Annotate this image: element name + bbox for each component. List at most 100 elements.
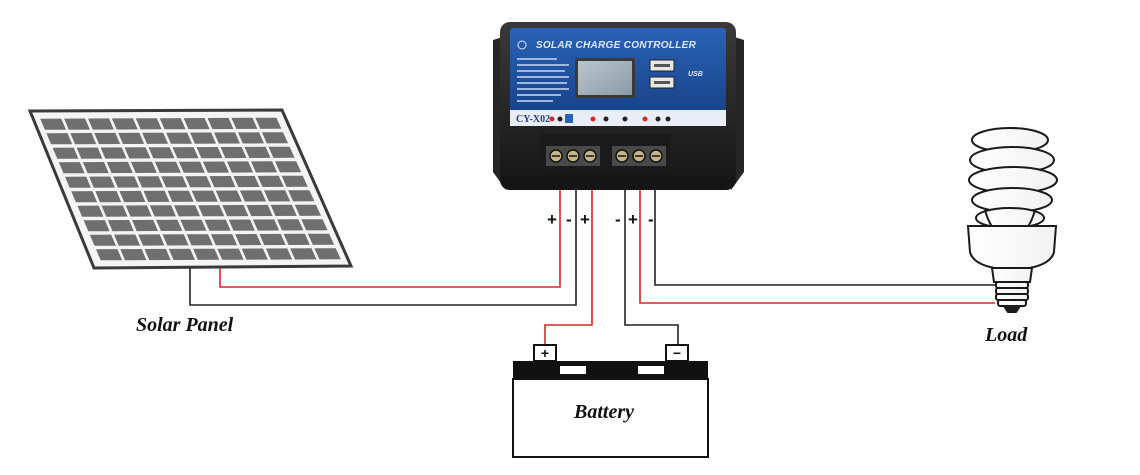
load-positive-wire: [639, 172, 995, 304]
terminal-screws: [549, 149, 663, 163]
load-negative-mark: -: [648, 210, 654, 229]
solar-cell: [283, 233, 310, 245]
solar-cell: [149, 205, 176, 217]
battery-negative-wire: [624, 172, 679, 351]
battery-positive-wire: [544, 172, 593, 351]
solar-cell: [137, 176, 164, 188]
solar-cell: [65, 176, 91, 188]
solar-cell: [77, 205, 104, 217]
solar-panel: [27, 108, 354, 270]
solar-cell: [96, 249, 123, 261]
solar-cell: [58, 162, 85, 174]
solar-cell: [40, 118, 66, 130]
solar-cell: [290, 248, 317, 260]
solar-cell: [209, 176, 236, 188]
solar-cell: [100, 147, 127, 159]
solar-cell: [82, 162, 109, 174]
wiring: [189, 172, 995, 351]
solar-cell: [118, 132, 145, 144]
solar-cell: [154, 161, 181, 173]
solar-cell: [107, 220, 134, 232]
solar-cell: [119, 190, 146, 203]
controller-spec-text: [517, 58, 569, 102]
solar-cell: [94, 132, 121, 145]
solar-cell: [185, 176, 212, 188]
solar-cell: [114, 234, 141, 246]
solar-cell: [288, 190, 315, 202]
solar-cell: [125, 205, 152, 217]
solar-cell: [246, 204, 273, 217]
solar-cell: [124, 147, 151, 159]
load-positive-mark: +: [628, 210, 638, 229]
solar-cell: [135, 118, 162, 130]
solar-cell: [190, 132, 216, 144]
solar-cell: [178, 161, 205, 173]
solar-cell: [83, 220, 110, 232]
battery-positive-sign: +: [541, 345, 549, 361]
solar-cell: [138, 234, 165, 246]
battery-label: Battery: [574, 401, 634, 423]
battery-positive-mark: +: [580, 210, 590, 229]
solar-cell: [255, 117, 282, 129]
solar-cell: [159, 118, 186, 130]
solar-cell: [217, 248, 244, 260]
solar-cell: [88, 118, 114, 130]
solar-positive-wire: [219, 172, 561, 288]
solar-cell: [259, 233, 286, 246]
solar-cell: [76, 147, 103, 159]
solar-cell: [71, 191, 98, 203]
solar-cell: [132, 219, 158, 232]
solar-cell: [294, 204, 321, 216]
solar-cell: [161, 176, 188, 188]
solar-cell: [301, 219, 328, 231]
solar-cell: [307, 233, 335, 245]
solar-cell: [270, 204, 297, 216]
solar-cell: [204, 219, 231, 231]
battery-negative-mark: -: [615, 210, 621, 229]
solar-cell: [202, 161, 229, 173]
solar-cell: [233, 175, 260, 188]
solar-cell: [156, 219, 183, 231]
usb-badge: USB: [688, 71, 703, 78]
solar-cell: [52, 147, 79, 159]
solar-cell: [257, 175, 284, 187]
solar-cell: [237, 132, 264, 144]
brand-logo-icon: [517, 40, 527, 50]
solar-cell: [168, 248, 195, 260]
solar-cell: [113, 176, 140, 188]
indicator-icons: [549, 114, 671, 123]
solar-cell: [142, 132, 169, 144]
solar-cell: [191, 190, 218, 202]
solar-cell: [101, 205, 128, 217]
solar-cell: [144, 248, 171, 261]
solar-cell: [268, 146, 295, 158]
solar-cell: [172, 147, 199, 159]
solar-cell: [148, 147, 175, 159]
solar-cell: [265, 248, 293, 260]
solar-cell: [130, 161, 157, 173]
solar-cell: [251, 161, 278, 173]
solar-cell: [252, 219, 280, 231]
solar-negative-wire: [189, 172, 577, 306]
solar-cell: [64, 118, 90, 130]
solar-cell: [264, 190, 291, 202]
solar-cell: [95, 191, 122, 203]
solar-cell: [207, 117, 234, 130]
solar-cell: [314, 248, 341, 260]
solar-cell: [166, 132, 193, 144]
solar-cell: [220, 146, 247, 159]
solar-panel-cells: [40, 117, 341, 261]
solar-cell: [89, 234, 116, 246]
solar-cell: [111, 118, 138, 130]
solar-cell: [277, 219, 304, 231]
solar-cell: [180, 219, 207, 231]
controller-title: SOLAR CHARGE CONTROLLER: [536, 40, 697, 51]
solar-cell: [89, 176, 115, 188]
solar-cell: [214, 132, 240, 144]
solar-cell: [261, 132, 288, 144]
solar-cell: [186, 234, 213, 246]
solar-cell: [143, 190, 170, 202]
solar-cell: [244, 146, 271, 158]
load-negative-wire: [654, 172, 995, 286]
